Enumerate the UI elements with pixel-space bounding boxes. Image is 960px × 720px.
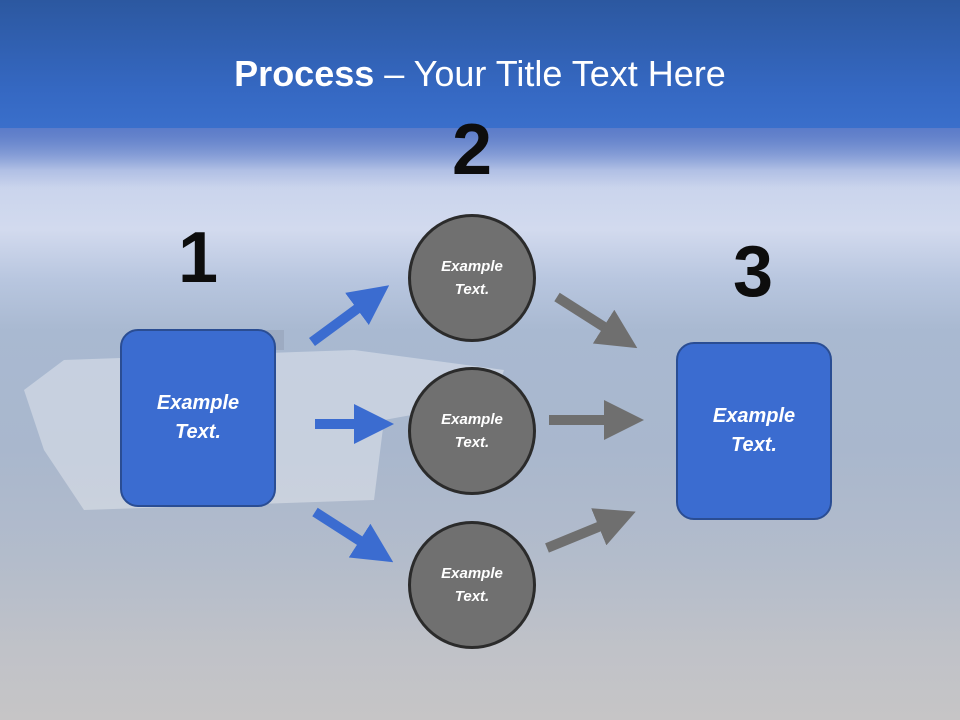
step-1-label: Example Text. (156, 392, 240, 443)
step-number-3: 3 (732, 232, 774, 312)
step-number-1: 1 (177, 218, 219, 298)
step-2-top-label: Example Text. (441, 258, 503, 298)
slide-title: Process – Your Title Text Here (0, 52, 960, 96)
title-rest: – Your Title Text Here (374, 53, 726, 94)
step-3-box: Example Text. (676, 342, 832, 520)
arrow-2-top-to-3 (554, 292, 638, 349)
step-2-circle-top: Example Text. (408, 214, 536, 342)
title-bold: Process (234, 53, 375, 94)
arrow-1-to-2-top (309, 285, 390, 347)
arrow-1-to-2-bottom (312, 507, 394, 563)
step-3-label: Example Text. (712, 405, 796, 456)
step-2-bottom-label: Example Text. (441, 565, 503, 605)
step-2-circle-bottom: Example Text. (408, 521, 536, 649)
arrow-2-bottom-to-3 (545, 508, 636, 553)
horizon-haze (0, 128, 960, 188)
step-2-circle-middle: Example Text. (408, 367, 536, 495)
title-band (0, 0, 960, 128)
step-2-middle-label: Example Text. (441, 411, 503, 451)
step-1-box: Example Text. (120, 329, 276, 507)
step-number-2: 2 (451, 110, 493, 190)
